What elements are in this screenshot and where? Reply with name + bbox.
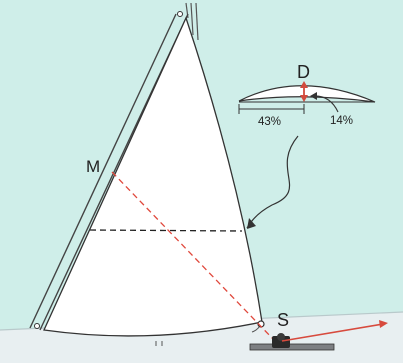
sheet-hardware bbox=[249, 333, 335, 351]
sheet-arrowhead bbox=[379, 320, 388, 328]
head-fitting bbox=[177, 11, 183, 17]
pointer-arrowhead bbox=[247, 218, 256, 229]
percent-pointer-head bbox=[310, 92, 317, 100]
max-draft-arrow-bottom bbox=[300, 95, 308, 102]
label-m: M bbox=[86, 157, 100, 176]
inset-camber-section bbox=[238, 81, 376, 114]
label-draft-position: 43% bbox=[258, 116, 281, 128]
label-d: D bbox=[297, 62, 310, 82]
label-s: S bbox=[277, 310, 289, 330]
mid-luff-to-sheet-line bbox=[111, 171, 275, 341]
sheet-car bbox=[272, 336, 290, 348]
deck-track bbox=[249, 343, 335, 351]
tack-fitting bbox=[34, 323, 40, 329]
sheet-line bbox=[281, 323, 384, 342]
draft-chord-line bbox=[89, 229, 243, 232]
max-draft-arrow-top bbox=[300, 81, 308, 88]
label-draft-depth: 14% bbox=[330, 115, 353, 127]
pointer-curve bbox=[246, 135, 299, 229]
